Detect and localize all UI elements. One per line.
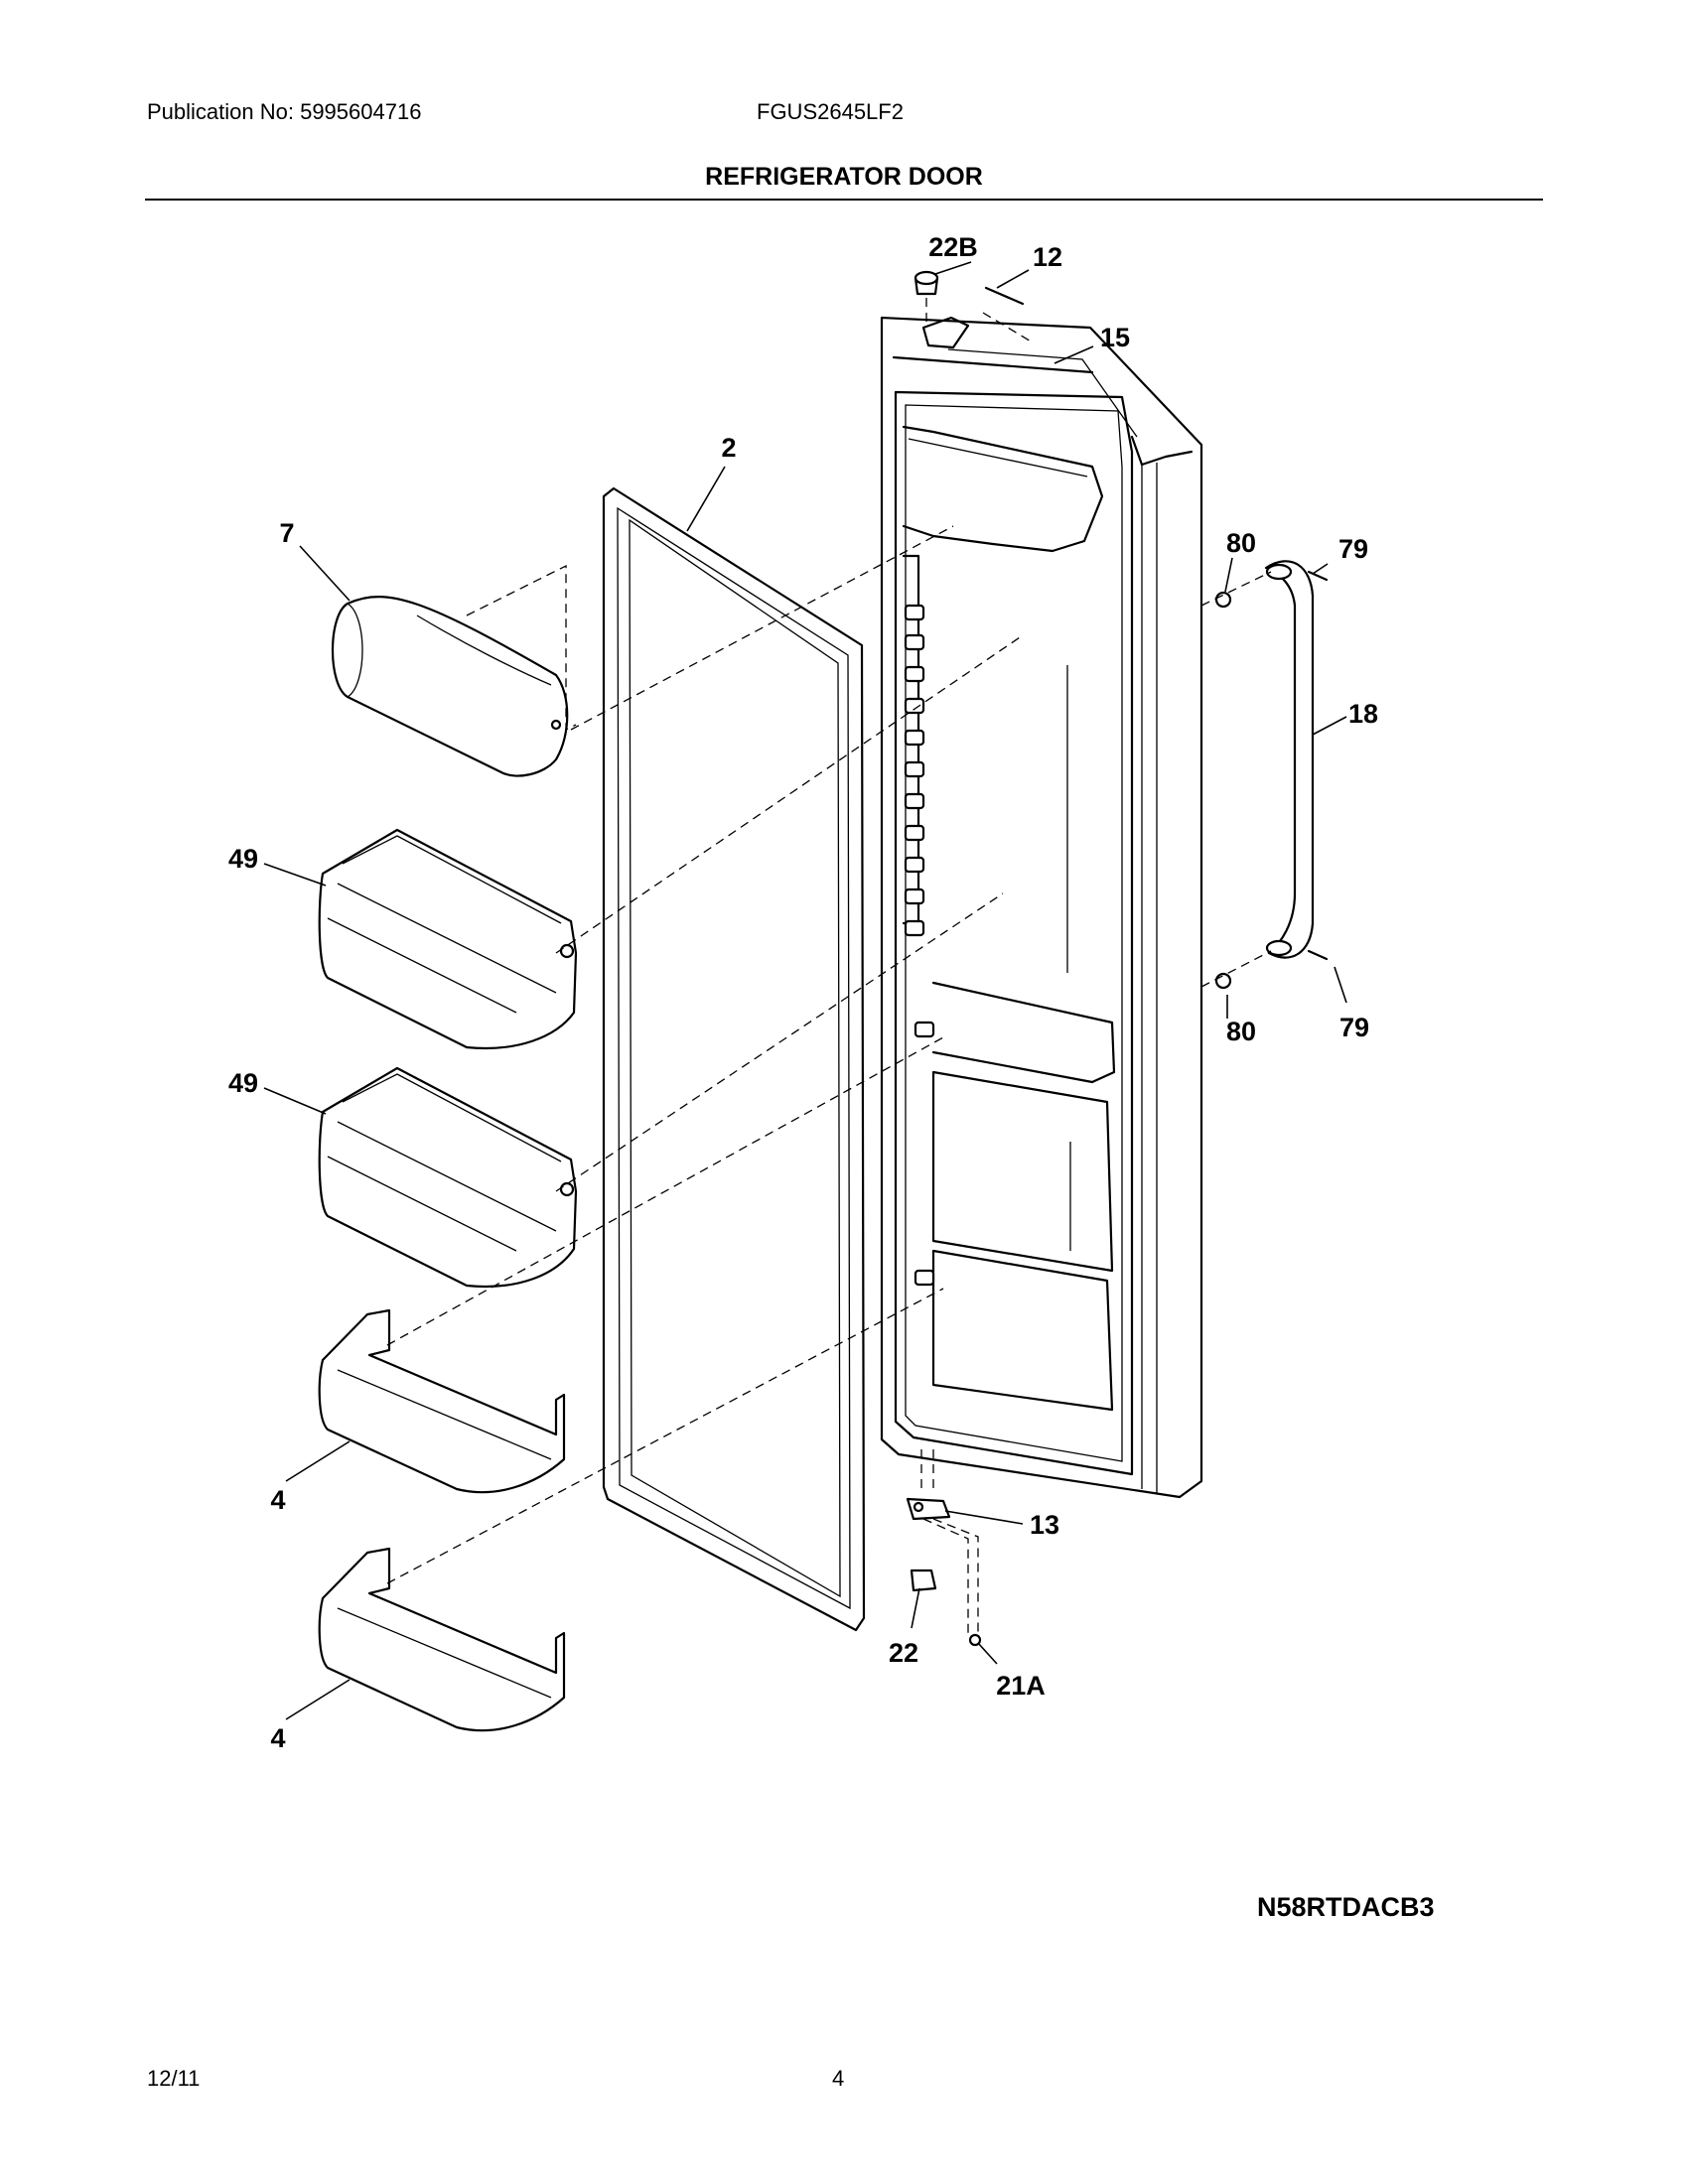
part-label-15: 15 bbox=[1100, 323, 1130, 352]
part-label-21a: 21A bbox=[996, 1671, 1046, 1701]
hinge-cap-part-22b bbox=[914, 270, 939, 296]
part-label-22: 22 bbox=[889, 1638, 918, 1668]
part-label-2: 2 bbox=[721, 433, 736, 463]
part-label-7: 7 bbox=[279, 518, 294, 548]
part-label-18: 18 bbox=[1348, 699, 1378, 729]
door-assembly bbox=[880, 316, 1203, 1499]
page-number: 4 bbox=[832, 2066, 845, 2091]
diagram-code: N58RTDACB3 bbox=[1257, 1892, 1435, 1922]
part-label-79-upper: 79 bbox=[1338, 534, 1368, 564]
dairy-door-part-7 bbox=[332, 596, 569, 777]
part-label-49-upper: 49 bbox=[228, 844, 258, 874]
publication-number: Publication No: 5995604716 bbox=[147, 99, 422, 124]
door-handle-part-18 bbox=[1264, 560, 1315, 959]
cap-part-79-upper bbox=[1307, 570, 1329, 582]
door-shelf-part-4-lower bbox=[318, 1547, 566, 1732]
part-label-4-lower: 4 bbox=[270, 1723, 285, 1753]
explode-lines bbox=[386, 525, 1024, 1584]
door-gasket bbox=[602, 486, 866, 1632]
part-label-13: 13 bbox=[1030, 1510, 1059, 1540]
header-divider bbox=[145, 199, 1543, 201]
part-label-80-upper: 80 bbox=[1226, 528, 1256, 558]
part-label-4-upper: 4 bbox=[270, 1485, 285, 1515]
screw-part-80-upper bbox=[1214, 591, 1232, 609]
leader-lines bbox=[263, 261, 1347, 1720]
bottom-hinge-part-13 bbox=[906, 1497, 951, 1521]
part-label-49-lower: 49 bbox=[228, 1068, 258, 1098]
part-label-80-lower: 80 bbox=[1226, 1017, 1256, 1046]
part-label-79-lower: 79 bbox=[1339, 1013, 1369, 1042]
hinge-pin-part-12 bbox=[984, 286, 1025, 306]
screw-part-80-lower bbox=[1214, 972, 1232, 990]
door-bin-part-49-upper bbox=[318, 828, 578, 1049]
screw-part-21a bbox=[968, 1633, 982, 1647]
door-shelf-part-4-upper bbox=[318, 1308, 566, 1494]
revision-date: 12/11 bbox=[147, 2066, 201, 2091]
cap-part-79-lower bbox=[1307, 949, 1329, 961]
shelf-pegs bbox=[904, 604, 935, 1287]
page-title: REFRIGERATOR DOOR bbox=[705, 163, 983, 191]
door-bin-part-49-lower bbox=[318, 1066, 578, 1288]
model-number: FGUS2645LF2 bbox=[757, 99, 904, 124]
part-label-12: 12 bbox=[1033, 242, 1062, 272]
bushing-part-22 bbox=[910, 1569, 937, 1592]
part-label-22b: 22B bbox=[928, 232, 978, 262]
